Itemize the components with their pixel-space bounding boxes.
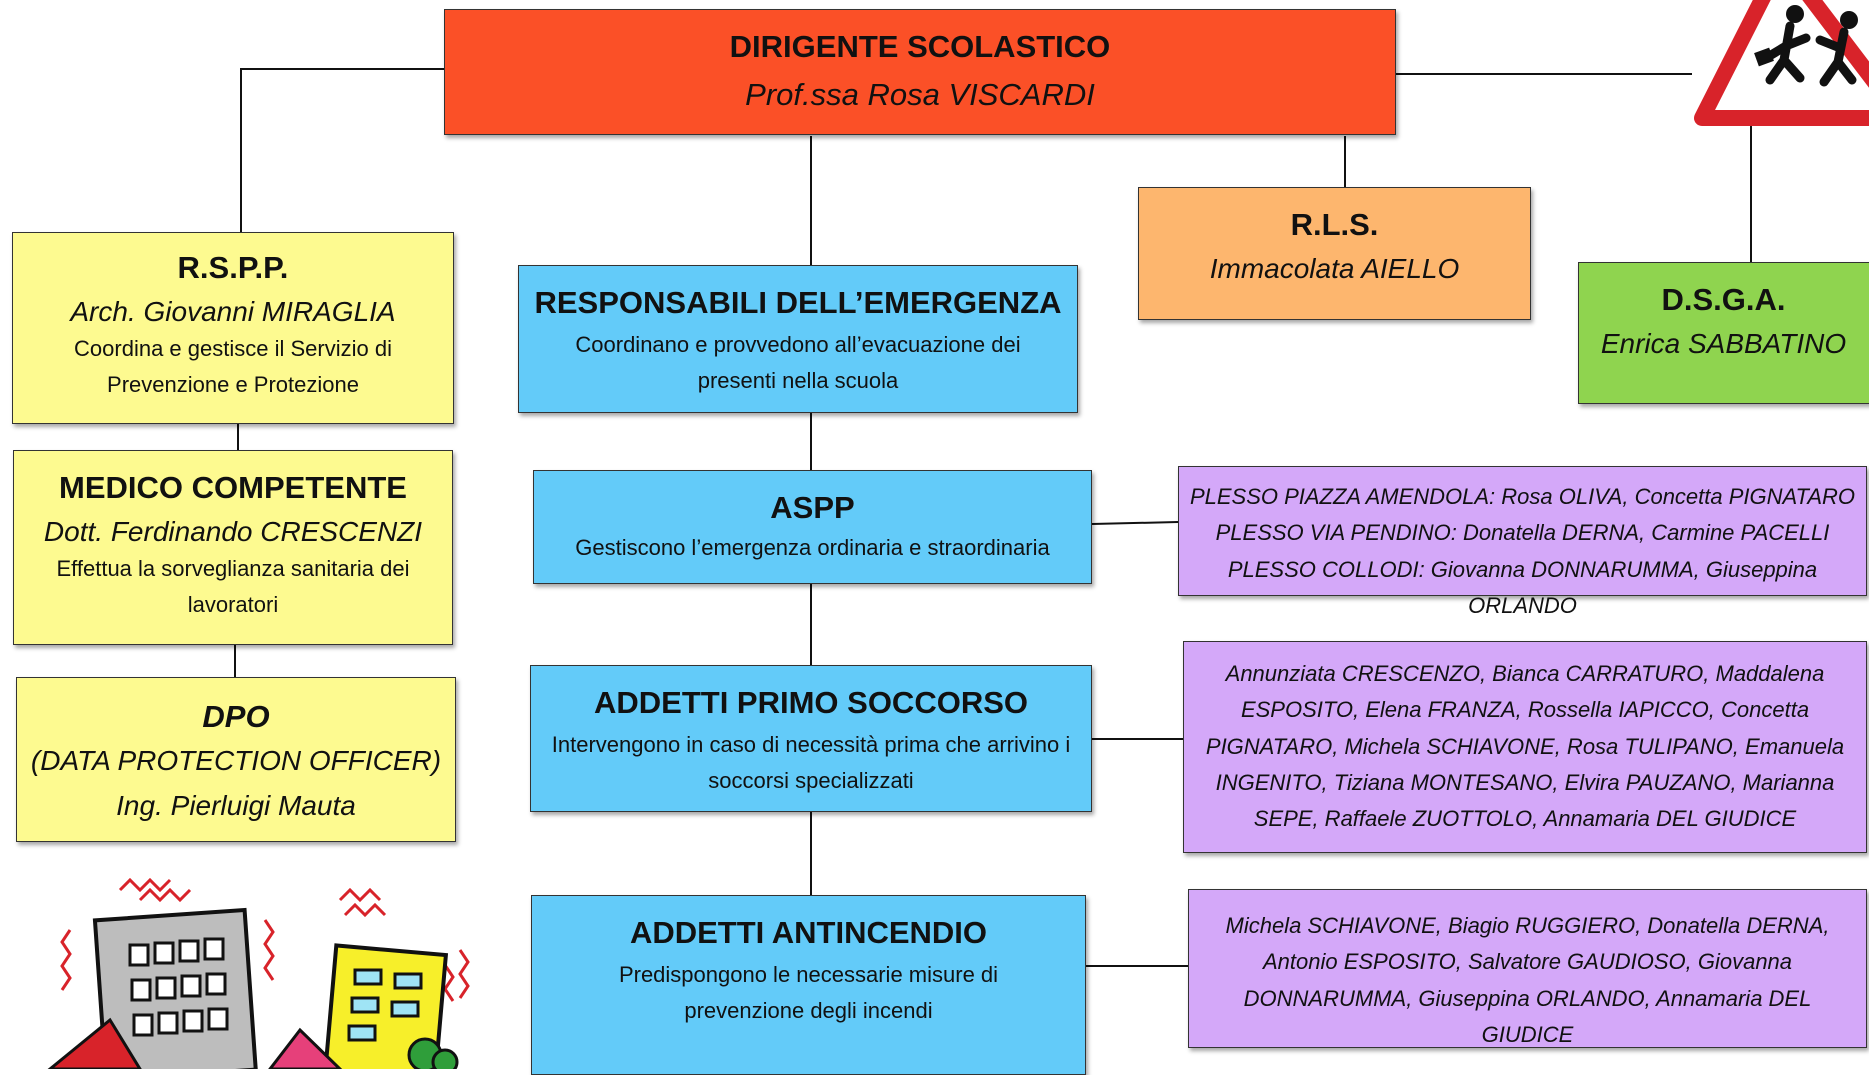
rls-title: R.L.S. [1290,207,1379,242]
aspp-box: ASPP Gestiscono l’emergenza ordinaria e … [533,470,1092,584]
primo-soccorso-box: ADDETTI PRIMO SOCCORSO Intervengono in c… [530,665,1092,812]
dirigente-title: DIRIGENTE SCOLASTICO [729,29,1111,64]
antincendio-names: Michela SCHIAVONE, Biagio RUGGIERO, Dona… [1225,913,1830,1047]
emergenza-box: RESPONSABILI DELL’EMERGENZA Coordinano e… [518,265,1078,413]
dirigente-box: DIRIGENTE SCOLASTICO Prof.ssa Rosa VISCA… [444,9,1396,135]
dpo-name: Ing. Pierluigi Mauta [116,789,356,821]
aspp-description: Gestiscono l’emergenza ordinaria e strao… [575,535,1050,561]
rspp-description: Coordina e gestisce il Servizio di Preve… [74,335,392,397]
dpo-subtitle: (DATA PROTECTION OFFICER) [30,745,442,777]
rls-name: Immacolata AIELLO [1209,253,1460,285]
medico-title: MEDICO COMPETENTE [59,470,407,505]
rspp-title: R.S.P.P. [177,250,289,285]
dirigente-name: Prof.ssa Rosa VISCARDI [745,77,1095,113]
aspp-names-line-1: PLESSO PIAZZA AMENDOLA: Rosa OLIVA, Conc… [1189,484,1856,509]
aspp-title: ASPP [770,490,855,525]
aspp-names-line-3: PLESSO COLLODI: Giovanna DONNARUMMA, Giu… [1227,556,1818,618]
emergenza-title: RESPONSABILI DELL’EMERGENZA [534,285,1062,320]
dsga-name: Enrica SABBATINO [1600,328,1847,360]
emergenza-description: Coordinano e provvedono all’evacuazione … [575,332,1021,394]
primo-soccorso-names-box: Annunziata CRESCENZO, Bianca CARRATURO, … [1183,641,1867,853]
medico-box: MEDICO COMPETENTE Dott. Ferdinando CRESC… [13,450,453,645]
rls-box: R.L.S. Immacolata AIELLO [1138,187,1531,320]
children-crossing-sign-icon [1692,0,1869,126]
antincendio-names-box: Michela SCHIAVONE, Biagio RUGGIERO, Dona… [1188,889,1867,1048]
dsga-title: D.S.G.A. [1661,282,1786,317]
medico-name: Dott. Ferdinando CRESCENZI [43,516,423,548]
dsga-box: D.S.G.A. Enrica SABBATINO [1578,262,1869,404]
medico-description: Effettua la sorveglianza sanitaria dei l… [56,555,410,617]
antincendio-box: ADDETTI ANTINCENDIO Predispongono le nec… [531,895,1086,1075]
earthquake-buildings-icon [0,870,480,1075]
primo-soccorso-title: ADDETTI PRIMO SOCCORSO [593,685,1028,720]
primo-soccorso-description: Intervengono in caso di necessità prima … [551,732,1071,794]
dpo-box: DPO (DATA PROTECTION OFFICER) Ing. Pierl… [16,677,456,842]
rspp-name: Arch. Giovanni MIRAGLIA [70,296,396,328]
antincendio-description: Predispongono le necessarie misure di pr… [618,962,999,1024]
antincendio-title: ADDETTI ANTINCENDIO [629,915,988,950]
aspp-names-box: PLESSO PIAZZA AMENDOLA: Rosa OLIVA, Conc… [1178,466,1867,618]
aspp-names-line-2: PLESSO VIA PENDINO: Donatella DERNA, Car… [1215,520,1830,546]
dpo-title: DPO [202,699,270,734]
rspp-box: R.S.P.P. Arch. Giovanni MIRAGLIA Coordin… [12,232,454,424]
primo-soccorso-names: Annunziata CRESCENZO, Bianca CARRATURO, … [1205,661,1845,832]
